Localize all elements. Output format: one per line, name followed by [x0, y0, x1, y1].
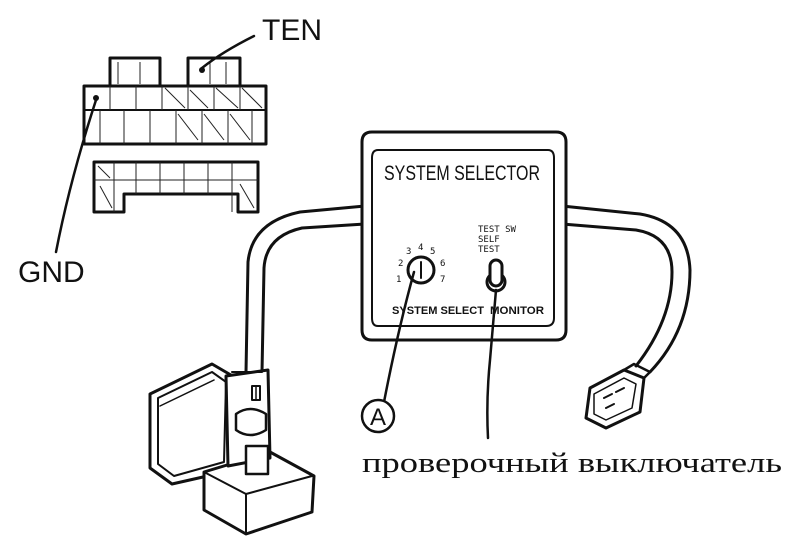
system-select-dial[interactable]: 1 2 3 4 5 6 7 [396, 243, 445, 285]
gnd-leader-line [54, 98, 98, 254]
callout-a-leader [382, 270, 416, 404]
dial-number-3: 3 [406, 247, 411, 257]
callout-a-label: A [370, 404, 386, 431]
ten-label: TEN [262, 14, 322, 47]
callout-a-circle [360, 398, 396, 434]
monitor-label: MONITOR [490, 305, 544, 317]
gnd-label: GND [18, 256, 85, 289]
selector-title: SYSTEM SELECTOR [384, 162, 540, 185]
dial-number-6: 6 [440, 259, 445, 269]
dial-number-7: 7 [440, 275, 445, 285]
test-switch-leader [486, 288, 498, 440]
test-toggle-switch[interactable]: TEST SW SELF TEST [478, 225, 517, 293]
dial-number-1: 1 [396, 275, 401, 285]
dial-number-5: 5 [430, 247, 435, 257]
switch-label-test-sw: TEST SW [478, 225, 517, 235]
diagnostic-connector [82, 56, 268, 214]
cable-right [560, 204, 692, 374]
switch-label-test: TEST [478, 245, 500, 255]
system-select-label: SYSTEM SELECT [392, 305, 484, 317]
dial-number-4: 4 [418, 243, 423, 253]
checker-plug-housing [148, 362, 316, 536]
switch-label-self: SELF [478, 235, 500, 245]
ten-leader-line [200, 34, 256, 70]
data-link-plug [584, 362, 652, 430]
dial-number-2: 2 [398, 259, 403, 269]
system-selector-box: SYSTEM SELECTOR 1 2 3 4 5 6 7 TEST SW SE… [360, 130, 568, 342]
test-switch-caption: проверочный выключатель [362, 447, 782, 479]
cable-left [244, 204, 367, 374]
